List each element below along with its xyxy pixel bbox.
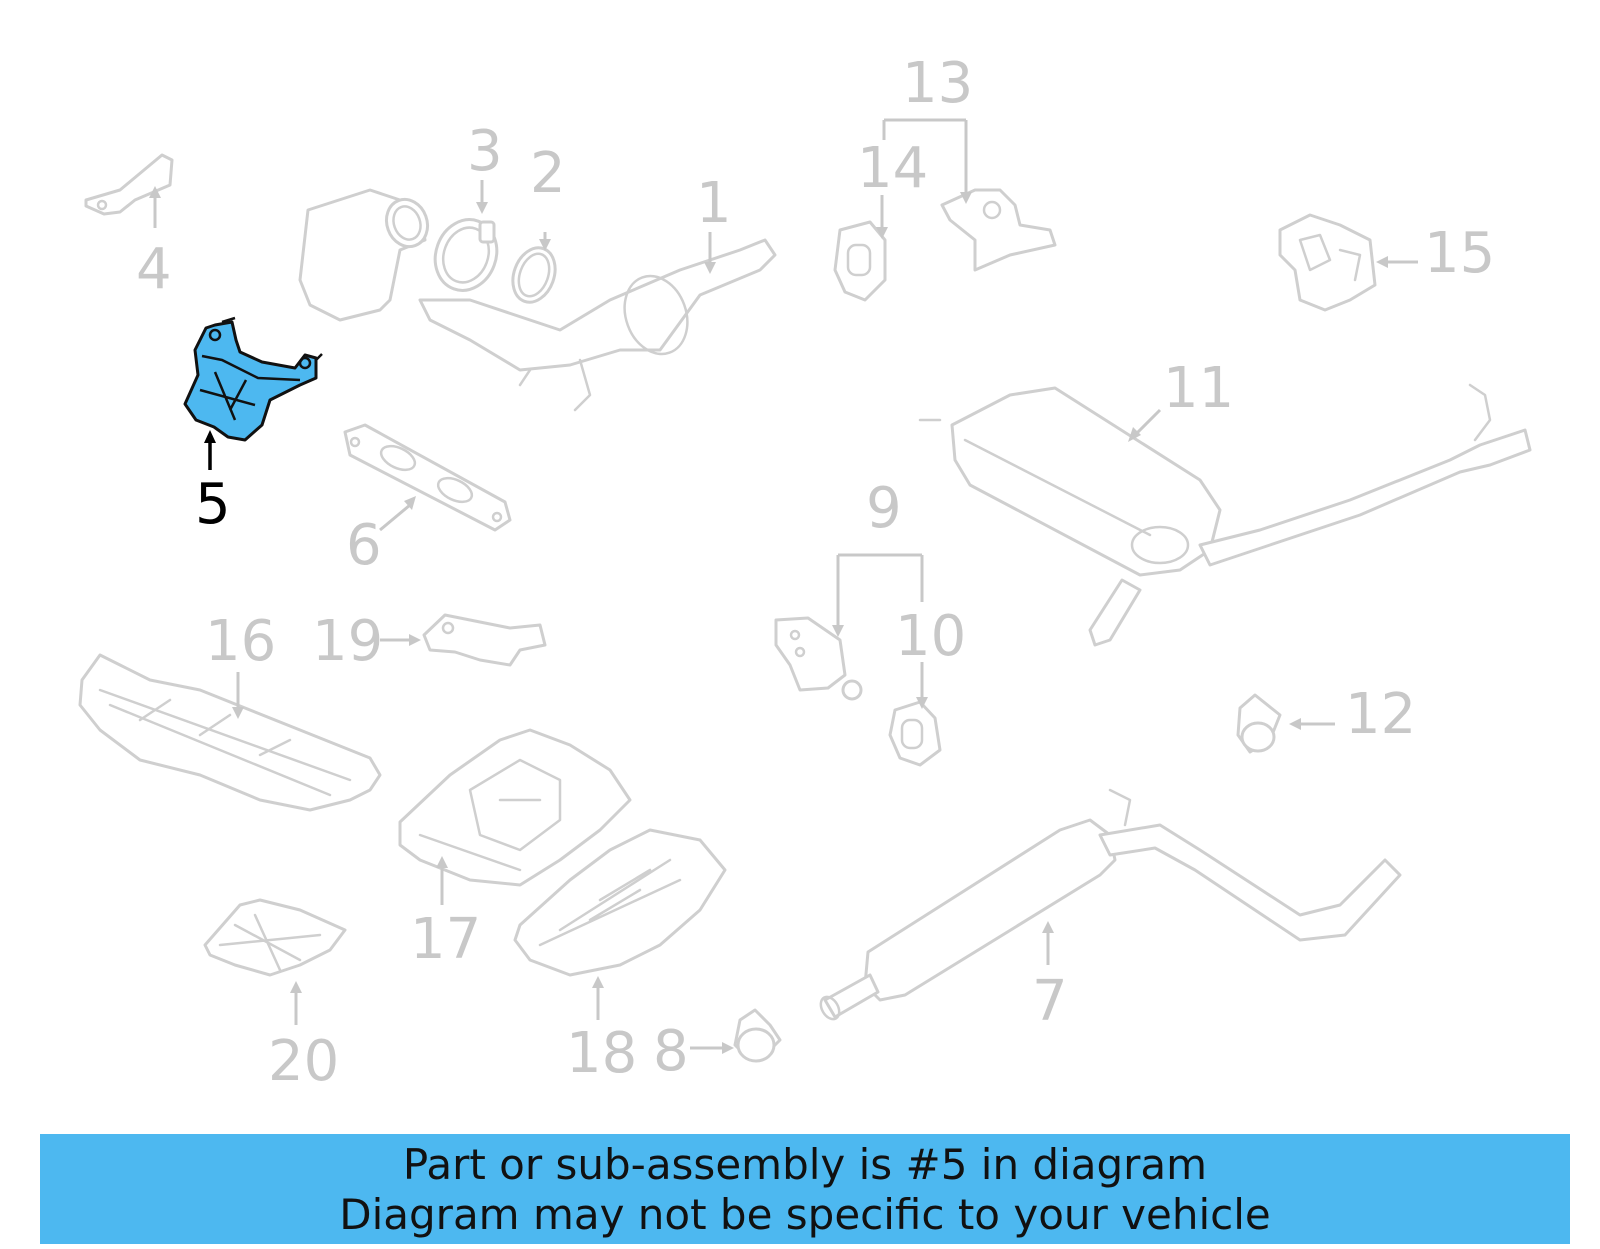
callout-12: 12 — [1345, 682, 1416, 747]
callout-2: 2 — [530, 141, 566, 206]
callout-3: 3 — [467, 119, 503, 184]
part-20-heat-shield[interactable] — [203, 898, 347, 977]
part-16-heat-shield[interactable] — [78, 653, 382, 812]
callout-4: 4 — [136, 237, 172, 302]
callout-15: 15 — [1424, 221, 1495, 286]
part-5-heat-shield-highlighted[interactable] — [183, 316, 323, 442]
part-11-rear-muffler[interactable] — [918, 383, 1532, 647]
part-13-hanger-bracket[interactable] — [940, 188, 1057, 272]
callout-1: 1 — [696, 171, 732, 236]
callout-19: 19 — [312, 609, 383, 674]
part-15-mount[interactable] — [1278, 213, 1377, 312]
callout-numbers: 1 2 3 4 5 6 7 8 9 10 11 12 13 14 15 16 1… — [136, 51, 1495, 1094]
part-3-clamp[interactable] — [425, 211, 506, 299]
callout-8: 8 — [653, 1019, 689, 1084]
callout-7: 7 — [1032, 969, 1068, 1034]
part-7-center-muffler[interactable] — [817, 788, 1402, 1022]
banner-line-2: Diagram may not be specific to your vehi… — [339, 1190, 1271, 1239]
callout-14: 14 — [857, 136, 928, 201]
callout-6: 6 — [346, 513, 382, 578]
part-14-rubber-hanger[interactable] — [833, 220, 887, 302]
callout-9: 9 — [866, 476, 902, 541]
part-18-heat-shield[interactable] — [513, 828, 727, 977]
callout-20: 20 — [268, 1029, 339, 1094]
callout-17: 17 — [410, 907, 481, 972]
part-8-clamp[interactable] — [733, 1008, 782, 1063]
part-2-gasket-ring[interactable] — [506, 242, 563, 308]
part-1-front-pipe-converter[interactable] — [298, 188, 777, 412]
part-17-heat-shield[interactable] — [398, 728, 632, 887]
part-4-bracket[interactable] — [84, 153, 174, 216]
part-9-bracket[interactable] — [774, 616, 863, 701]
part-19-bracket[interactable] — [422, 613, 547, 667]
banner-line-1: Part or sub-assembly is #5 in diagram — [402, 1140, 1208, 1189]
callout-10: 10 — [895, 604, 966, 669]
leader-line-5 — [204, 430, 216, 470]
callout-11: 11 — [1163, 356, 1234, 421]
part-6-flange-gasket[interactable] — [343, 423, 512, 532]
callout-5: 5 — [195, 472, 231, 537]
leader-lines — [149, 118, 1418, 1054]
part-10-rubber-hanger[interactable] — [888, 700, 942, 767]
callout-16: 16 — [205, 609, 276, 674]
callout-18: 18 — [566, 1021, 637, 1086]
part-12-clamp[interactable] — [1236, 693, 1282, 754]
info-banner: Part or sub-assembly is #5 in diagram Di… — [40, 1134, 1570, 1244]
callout-13: 13 — [902, 51, 973, 116]
